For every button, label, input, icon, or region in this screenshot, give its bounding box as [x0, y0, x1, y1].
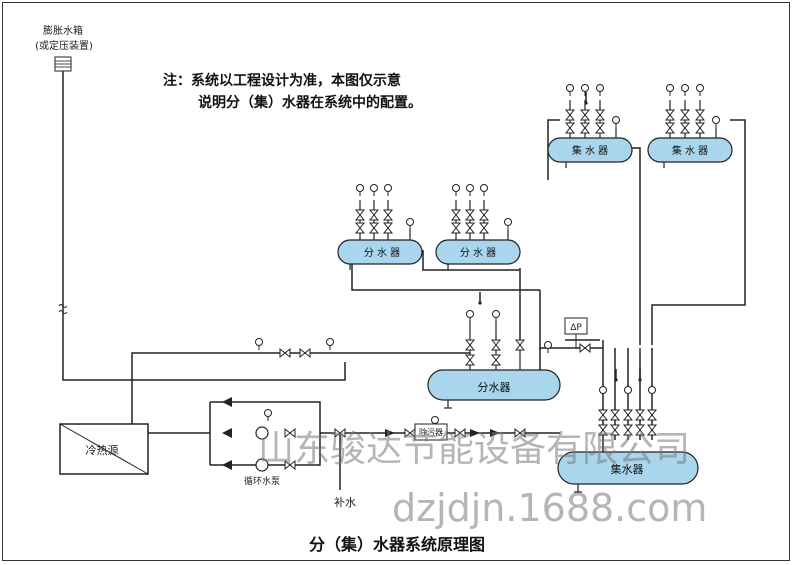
note-line-1: 注：系统以工程设计为准，本图仅示意 [163, 73, 401, 89]
makeup-water-label: 补水 [334, 496, 356, 509]
distributor-main [427, 369, 561, 409]
collector-1-label: 集 水 器 [572, 144, 608, 157]
distributor-main-label: 分水器 [478, 381, 511, 394]
collector-main [557, 451, 699, 493]
collector-2-label: 集 水 器 [672, 144, 708, 157]
chiller-unit [59, 423, 149, 475]
pump-label: 循环水泵 [244, 475, 280, 487]
collector-2 [647, 137, 733, 168]
note-line-2: 说明分（集）水器在系统中的配置。 [198, 95, 422, 111]
distributor-1-label: 分 水 器 [364, 247, 400, 259]
dirt-separator [414, 423, 448, 441]
expansion-pipe [58, 71, 346, 381]
collector-1 [547, 137, 633, 168]
diagram-caption: 分（集）水器系统原理图 [308, 535, 485, 554]
collector-main-label: 集水器 [611, 462, 644, 476]
dirt-separator-label: 除污器 [419, 427, 443, 437]
chiller-label: 冷热源 [86, 443, 119, 457]
distributor-2-label: 分 水 器 [460, 247, 496, 259]
expansion-tank [54, 56, 72, 72]
differential-pressure-box [564, 317, 588, 348]
dp-label: ΔP [570, 323, 582, 333]
distributor-2 [435, 239, 521, 270]
expansion-tank-label: 膨胀水箱 [43, 24, 83, 37]
expansion-tank-sublabel: (或定压装置) [35, 39, 93, 52]
circulation-pumps [222, 397, 500, 472]
distributor-1 [337, 239, 423, 270]
